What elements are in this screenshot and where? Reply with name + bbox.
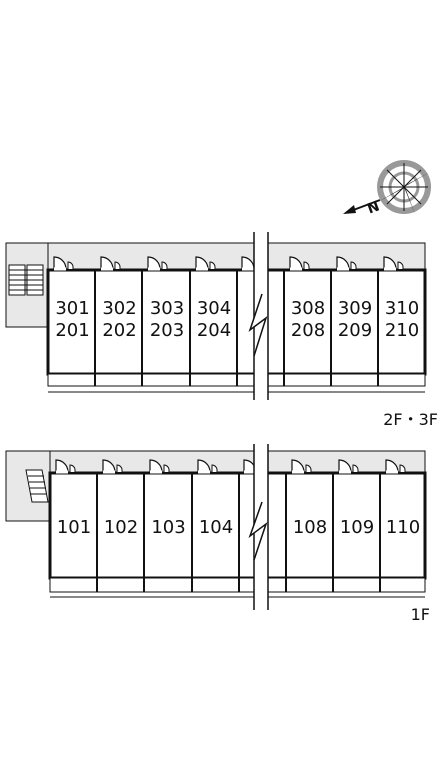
unit-label-304-204: 304 204 <box>191 298 237 342</box>
unit-label-309-209: 309 209 <box>332 298 378 342</box>
unit-label-310-210: 310 210 <box>379 298 425 342</box>
door-icon <box>336 256 357 271</box>
north-mark: N <box>365 198 381 217</box>
unit-number-top: 302 <box>102 298 137 319</box>
unit-label-302-202: 302 202 <box>97 298 142 342</box>
door-icon <box>55 459 76 474</box>
door-icon <box>289 256 310 271</box>
upper-floor-plan <box>5 232 427 400</box>
door-icon <box>100 256 121 271</box>
staircase-icon <box>25 469 49 503</box>
door-icon <box>383 256 404 271</box>
unit-number-top: 308 <box>290 298 326 319</box>
door-icon <box>149 459 170 474</box>
unit-number-bottom: 209 <box>337 320 373 341</box>
compass-rose-icon <box>377 160 431 214</box>
unit-label-103: 103 <box>151 517 186 538</box>
door-icon <box>102 459 123 474</box>
unit-number-bottom: 202 <box>102 320 137 341</box>
unit-number-bottom: 201 <box>55 320 90 341</box>
unit-number-bottom: 208 <box>290 320 326 341</box>
unit-number-top: 303 <box>149 298 185 319</box>
unit-number-top: 309 <box>337 298 373 319</box>
unit-label-308-208: 308 208 <box>285 298 331 342</box>
door-icon <box>195 256 216 271</box>
upper-doors <box>53 256 404 271</box>
door-icon <box>338 459 359 474</box>
unit-label-108: 108 <box>292 517 328 538</box>
lower-floor-plan <box>5 444 427 610</box>
unit-number-bottom: 203 <box>149 320 185 341</box>
unit-label-303-203: 303 203 <box>144 298 190 342</box>
door-icon <box>147 256 168 271</box>
unit-label-102: 102 <box>103 517 139 538</box>
unit-number-bottom: 204 <box>196 320 232 341</box>
unit-label-104: 104 <box>198 517 234 538</box>
door-icon <box>385 459 406 474</box>
unit-number-top: 304 <box>196 298 232 319</box>
lower-doors <box>55 459 406 474</box>
door-icon <box>197 459 218 474</box>
unit-number-top: 310 <box>384 298 420 319</box>
floor-label-upper: 2F・3F <box>383 410 438 429</box>
door-icon <box>291 459 312 474</box>
unit-label-301-201: 301 201 <box>50 298 95 342</box>
unit-label-101: 101 <box>56 517 92 538</box>
unit-number-bottom: 210 <box>384 320 420 341</box>
unit-label-109: 109 <box>339 517 375 538</box>
north-arrow-icon: N <box>343 198 382 218</box>
staircase-icon <box>8 264 44 296</box>
floor-label-lower: 1F <box>410 605 430 624</box>
unit-label-110: 110 <box>385 517 421 538</box>
door-icon <box>53 256 74 271</box>
unit-number-top: 301 <box>55 298 90 319</box>
